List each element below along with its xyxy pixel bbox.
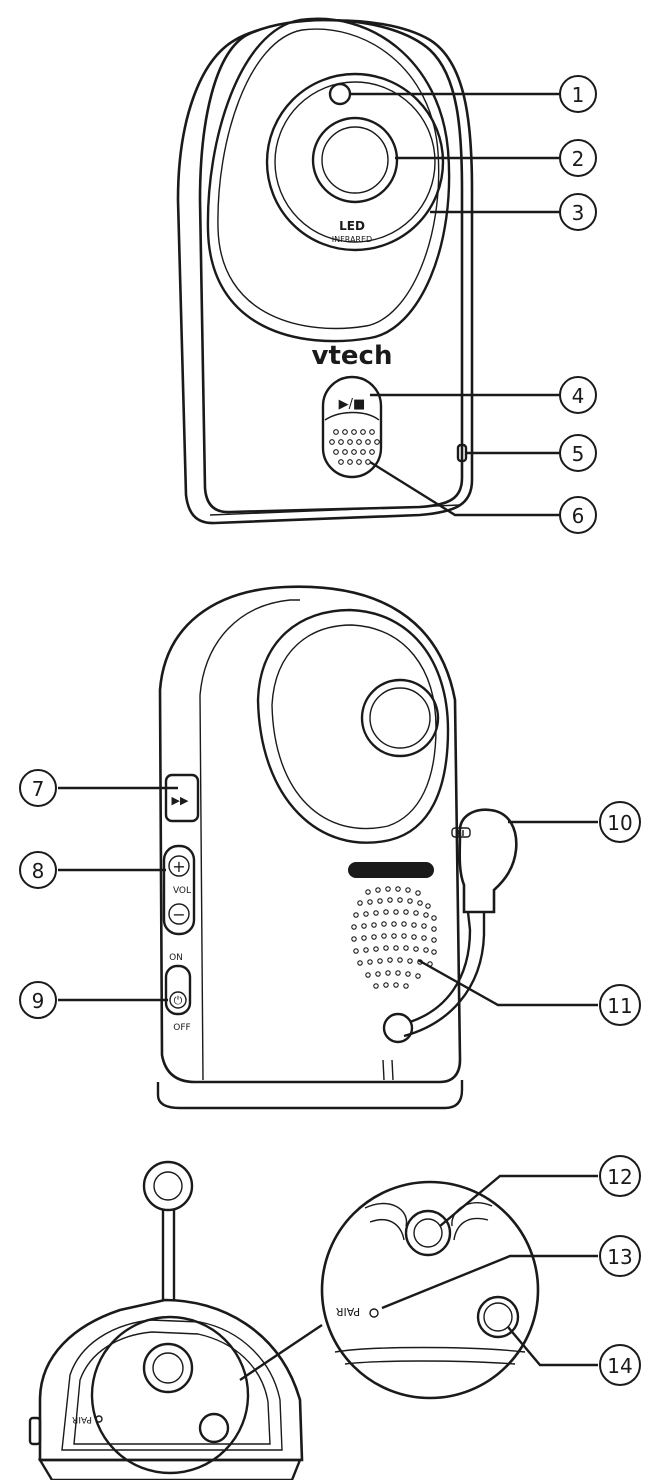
brand-logo: vtech	[312, 341, 393, 371]
callout-5: 5	[559, 434, 597, 472]
callout-12: 12	[599, 1155, 641, 1197]
callout-11: 11	[599, 984, 641, 1026]
play-stop-button[interactable]: ▶/■	[339, 397, 366, 412]
callout-4: 4	[559, 376, 597, 414]
svg-text:4: 4	[572, 384, 585, 408]
callout-2: 2	[559, 139, 597, 177]
callout-1: 1	[559, 75, 597, 113]
infrared-label: INFRARED	[332, 235, 372, 244]
callout-7: 7	[19, 769, 57, 807]
svg-text:11: 11	[607, 994, 632, 1018]
callout-6: 6	[559, 496, 597, 534]
bottom-view: PAIR PAIR	[28, 1160, 540, 1480]
callout-8: 8	[19, 851, 57, 889]
svg-text:5: 5	[572, 442, 585, 466]
callout-10: 10	[599, 801, 641, 843]
callout-3: 3	[559, 193, 597, 231]
svg-text:2: 2	[572, 147, 585, 171]
bottom-callout-lines	[381, 1174, 598, 1367]
power-switch[interactable]: ⏻	[174, 994, 183, 1007]
side-view: ▶▶ + − VOL ON ⏻ OFF BABY UNIT	[156, 585, 518, 1110]
callout-9: 9	[19, 981, 57, 1019]
volume-up-button[interactable]: +	[172, 857, 185, 876]
volume-down-button[interactable]: −	[172, 905, 185, 924]
svg-text:6: 6	[572, 504, 585, 528]
skip-button[interactable]: ▶▶	[172, 794, 189, 807]
svg-text:9: 9	[32, 989, 45, 1013]
front-speaker-grille	[329, 429, 380, 465]
svg-text:7: 7	[32, 777, 45, 801]
vol-label: VOL	[173, 886, 191, 896]
led-label: LED	[339, 219, 365, 233]
svg-text:12: 12	[607, 1165, 632, 1189]
side-speaker-grille	[351, 886, 437, 989]
off-label: OFF	[173, 1023, 190, 1033]
side-callout-lines	[58, 786, 598, 1007]
baby-unit-badge: BABY UNIT	[361, 866, 421, 877]
svg-text:14: 14	[607, 1354, 632, 1378]
pair-button-label: PAIR	[335, 1305, 360, 1318]
svg-text:13: 13	[607, 1245, 632, 1269]
front-callout-lines	[350, 92, 560, 517]
svg-text:1: 1	[572, 83, 585, 107]
svg-text:8: 8	[32, 859, 45, 883]
callout-14: 14	[599, 1344, 641, 1386]
front-view: LED INFRARED vtech ▶/■	[176, 17, 474, 525]
svg-text:10: 10	[607, 811, 632, 835]
callout-13: 13	[599, 1235, 641, 1277]
svg-text:3: 3	[572, 201, 585, 225]
on-label: ON	[169, 953, 183, 963]
pair-label-small: PAIR	[72, 1414, 92, 1424]
